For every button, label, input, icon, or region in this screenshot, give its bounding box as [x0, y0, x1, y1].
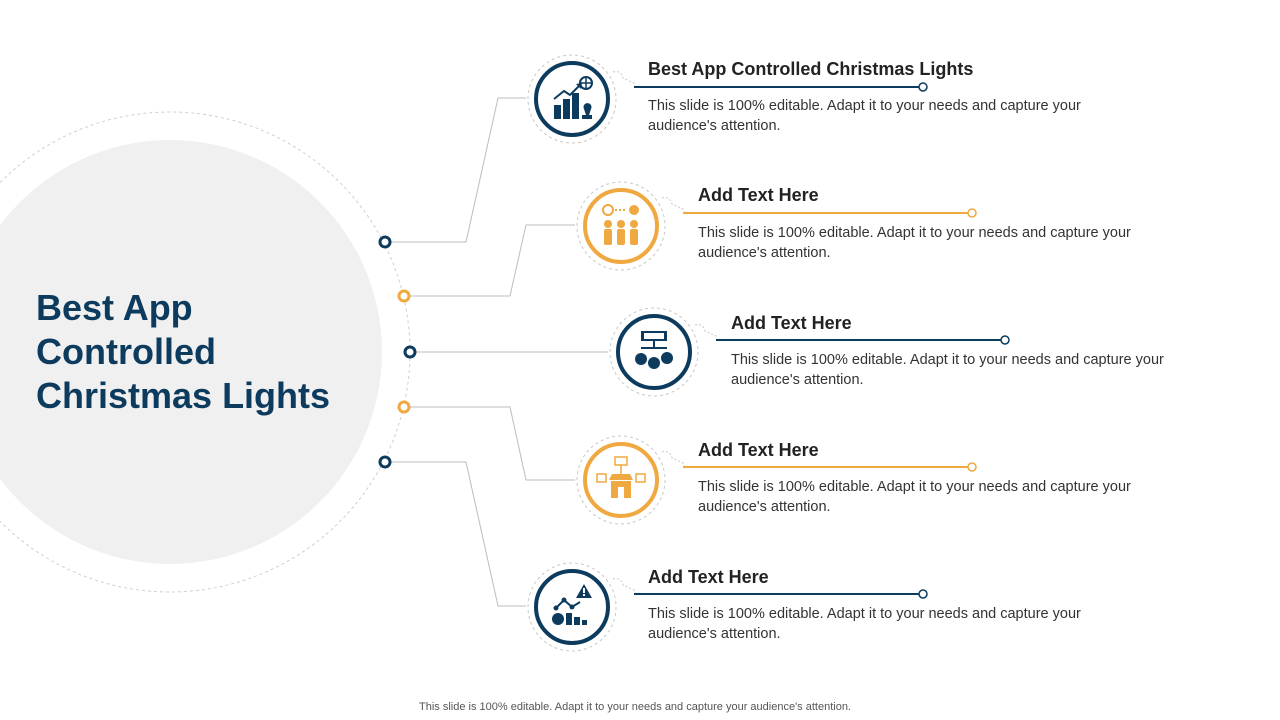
team-exchange-icon: [576, 181, 666, 271]
item-description: This slide is 100% editable. Adapt it to…: [698, 225, 1131, 261]
list-item-icon-badge: [526, 53, 618, 145]
item-title: Add Text Here: [698, 185, 819, 205]
connector-lines: [385, 97, 608, 607]
connector-node: [378, 235, 392, 249]
connector-line: [385, 461, 526, 607]
ipo-icon: [609, 307, 699, 397]
connector-node: [397, 400, 411, 414]
list-item-icon-badge: [575, 180, 667, 272]
connector-node: [403, 345, 417, 359]
connector-line: [404, 406, 575, 481]
page-title: Best App Controlled Christmas Lights: [36, 287, 331, 416]
list-item-icon-badge: [575, 434, 667, 526]
item-title: Best App Controlled Christmas Lights: [648, 59, 974, 79]
list-item-icon-badge: [526, 561, 618, 653]
connector-nodes: [378, 71, 1010, 599]
item-description: This slide is 100% editable. Adapt it to…: [698, 479, 1131, 515]
underline-end-dot: [918, 589, 928, 599]
footer-note: This slide is 100% editable. Adapt it to…: [419, 701, 851, 713]
store-network-icon: [576, 435, 666, 525]
connector-line: [404, 224, 575, 297]
connector-node: [378, 455, 392, 469]
item-title: Add Text Here: [731, 313, 852, 333]
item-title: Add Text Here: [648, 567, 769, 587]
underline-end-dot: [967, 208, 977, 218]
growth-chart-icon: [527, 54, 617, 144]
underline-end-dot: [1000, 335, 1010, 345]
item-description: This slide is 100% editable. Adapt it to…: [731, 352, 1164, 388]
center-disc: [0, 140, 382, 564]
connector-line: [385, 97, 526, 243]
list-item-icon-badge: [608, 306, 700, 398]
underline-end-dot: [918, 82, 928, 92]
item-description: This slide is 100% editable. Adapt it to…: [648, 98, 1081, 134]
connector-node: [397, 289, 411, 303]
risk-chart-icon: [527, 562, 617, 652]
item-title: Add Text Here: [698, 440, 819, 460]
item-description: This slide is 100% editable. Adapt it to…: [648, 606, 1081, 642]
underline-end-dot: [967, 462, 977, 472]
